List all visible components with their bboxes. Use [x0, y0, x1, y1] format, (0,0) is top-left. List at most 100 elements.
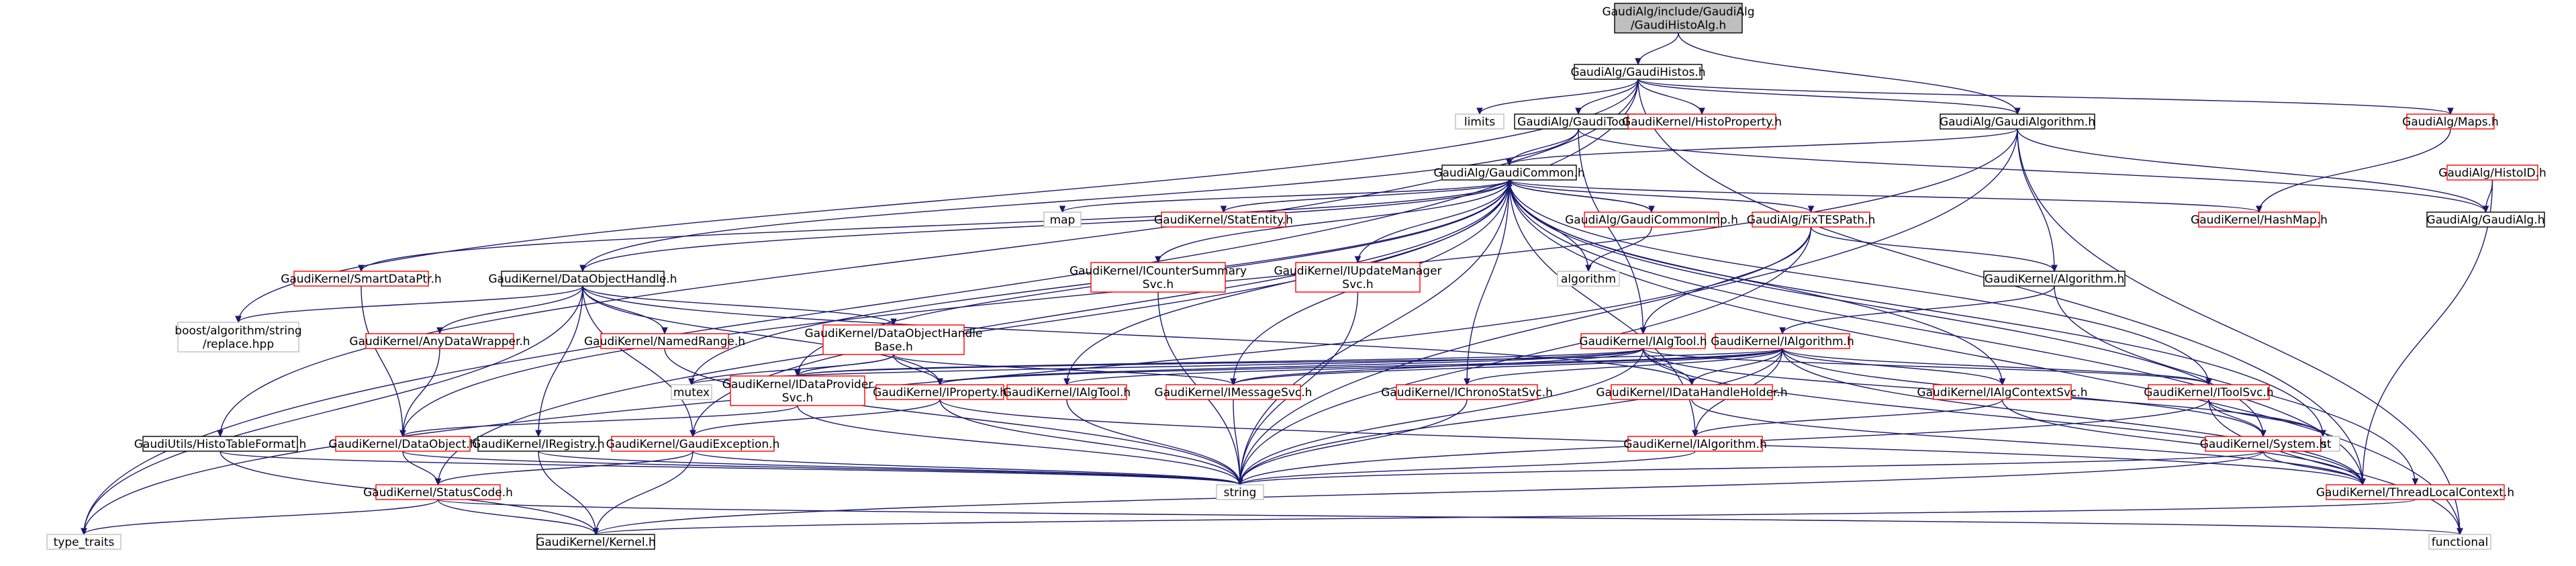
node-ialgtool[interactable]: GaudiKernel/IAlgTool.h: [1579, 333, 1707, 349]
node-idatahandle[interactable]: GaudiKernel/IDataHandleHolder.h: [1596, 384, 1788, 400]
node-label: GaudiKernel/StatEntity.h: [1154, 214, 1293, 227]
node-string: string: [1216, 484, 1264, 500]
arrowhead-ialgorithm-to-imessage: [1230, 378, 1237, 386]
node-ialgorithm[interactable]: GaudiKernel/IAlgorithm.h: [1711, 333, 1854, 349]
node-label: GaudiKernel/IChronoStatSvc.h: [1381, 386, 1553, 399]
node-maps[interactable]: GaudiAlg/Maps.h: [2402, 113, 2499, 130]
edge-system-to-string: [1239, 451, 2264, 485]
edge-anydata-to-dataobject: [402, 348, 440, 437]
edge-galgo-to-gaudialg: [2017, 128, 2487, 213]
edge-galgo-to-common: [1509, 128, 2018, 166]
node-label: GaudiKernel/StatusCode.h: [363, 486, 513, 500]
node-kernel[interactable]: GaudiKernel/Kernel.h: [536, 534, 656, 550]
edge-gh-to-galgo: [1637, 79, 2018, 115]
node-smartdataptr[interactable]: GaudiKernel/SmartDataPtr.h: [281, 271, 442, 287]
node-tool[interactable]: GaudiAlg/GaudiTool.h: [1514, 113, 1643, 130]
node-common[interactable]: GaudiAlg/GaudiCommon.h: [1433, 164, 1585, 181]
node-histoid[interactable]: GaudiAlg/HistoID.h: [2438, 164, 2546, 181]
node-commonimp[interactable]: GaudiAlg/GaudiCommonImp.h: [1565, 211, 1738, 228]
node-label: GaudiKernel/Algorithm.h: [1985, 273, 2124, 286]
node-statuscode[interactable]: GaudiKernel/StatusCode.h: [363, 484, 513, 500]
node-dohandle[interactable]: GaudiKernel/DataObjectHandle.h: [488, 271, 677, 287]
node-fixtes[interactable]: GaudiAlg/FixTESPath.h: [1747, 211, 1876, 228]
node-ialgctx[interactable]: GaudiKernel/IAlgContextSvc.h: [1917, 384, 2088, 400]
arrowhead-idataprov-to-dataobject: [399, 430, 406, 438]
node-box: [2406, 113, 2495, 130]
node-iregistry[interactable]: GaudiKernel/IRegistry.h: [472, 436, 605, 452]
node-histotable[interactable]: GaudiUtils/HistoTableFormat.h: [134, 436, 307, 452]
node-box: [1611, 384, 1773, 400]
node-gh[interactable]: GaudiAlg/GaudiHistos.h: [1570, 64, 1706, 80]
node-box: [536, 534, 655, 550]
node-threadlocal[interactable]: GaudiKernel/ThreadLocalContext.h: [2316, 484, 2514, 500]
edge-ialgorithm-to-string: [1239, 348, 1783, 485]
node-algorithm_std: algorithm: [1557, 271, 1620, 287]
node-box: [2148, 384, 2270, 400]
arrowhead-gh-to-histoprop: [1699, 107, 1705, 115]
edge-common-to-ichrono: [1466, 179, 1510, 385]
node-hashmap[interactable]: GaudiKernel/HashMap.h: [2191, 211, 2328, 228]
node-label: GaudiKernel/IAlgContextSvc.h: [1917, 386, 2087, 399]
node-box: [1940, 113, 2095, 130]
edge-ialgorithm2-to-string: [1239, 451, 1696, 485]
node-box: [2198, 211, 2320, 228]
node-anydata[interactable]: GaudiKernel/AnyDataWrapper.h: [349, 333, 530, 349]
node-functional: functional: [2428, 534, 2491, 550]
node-system[interactable]: GaudiKernel/System.h: [2200, 436, 2327, 452]
edge-galgo-to-functional: [2017, 128, 2461, 535]
node-box: [1574, 64, 1703, 80]
node-box: [2326, 484, 2505, 500]
node-label: GaudiKernel/IProperty.h: [873, 386, 1007, 399]
node-label: /replace.hpp: [203, 338, 274, 351]
node-box: [1933, 384, 2072, 400]
node-iproperty[interactable]: GaudiKernel/IProperty.h: [873, 384, 1007, 400]
edge-ialgorithm-to-ialgtool2: [1066, 348, 1783, 385]
node-label: /GaudiHistoAlg.h: [1631, 19, 1726, 32]
node-label: functional: [2432, 536, 2489, 549]
edge-fixtes-to-kalgorithm: [1810, 226, 2055, 272]
node-namedrange[interactable]: GaudiKernel/NamedRange.h: [584, 333, 745, 349]
node-box: [1580, 333, 1706, 349]
node-imessage[interactable]: GaudiKernel/IMessageSvc.h: [1155, 384, 1313, 400]
node-label: GaudiAlg/GaudiAlg.h: [2427, 214, 2545, 227]
edge-ialgorithm-to-idatahandle: [1691, 348, 1783, 385]
edge-commonimp-to-common: [1509, 179, 1652, 213]
node-ialgtool2[interactable]: GaudiKernel/IAlgTool.h: [1003, 384, 1131, 400]
edge-ialgorithm-to-itoolsvc: [1782, 348, 2209, 385]
node-label: GaudiUtils/HistoTableFormat.h: [134, 438, 307, 451]
node-dataobject[interactable]: GaudiKernel/DataObject.h: [328, 436, 477, 452]
node-box: [1627, 436, 1763, 452]
edge-ialgtool-to-string: [1239, 348, 1644, 485]
node-box: [1090, 262, 1226, 293]
edge-common-to-smartdataptr: [361, 179, 1510, 272]
node-statentity[interactable]: GaudiKernel/StatEntity.h: [1154, 211, 1293, 228]
edge-common-to-string: [1239, 179, 1510, 485]
node-label: GaudiKernel/ThreadLocalContext.h: [2316, 486, 2514, 500]
arrowhead-common-to-smartdataptr: [358, 265, 365, 273]
node-layer: GaudiAlg/include/GaudiAlg/GaudiHistoAlg.…: [46, 3, 2546, 550]
node-kalgorithm[interactable]: GaudiKernel/Algorithm.h: [1983, 271, 2126, 287]
node-ichrono[interactable]: GaudiKernel/IChronoStatSvc.h: [1381, 384, 1553, 400]
node-gexception[interactable]: GaudiKernel/GaudiException.h: [606, 436, 780, 452]
arrowhead-gh-to-maps: [2447, 107, 2454, 115]
node-itoolsvc[interactable]: GaudiKernel/IToolSvc.h: [2144, 384, 2274, 400]
arrowhead-ialgorithm-to-ialgtool2: [1063, 378, 1070, 386]
node-ialgorithm2[interactable]: GaudiKernel/IAlgorithm.h: [1623, 436, 1767, 452]
node-gaudialg[interactable]: GaudiAlg/GaudiAlg.h: [2426, 211, 2545, 228]
node-label: algorithm: [1561, 273, 1616, 286]
edge-itoolsvc-to-system: [2208, 399, 2264, 437]
node-label: GaudiAlg/GaudiAlgorithm.h: [1940, 115, 2095, 129]
node-box: [365, 333, 514, 349]
node-histoprop[interactable]: GaudiKernel/HistoProperty.h: [1622, 113, 1782, 130]
node-label: map: [1050, 214, 1076, 227]
node-box: [142, 436, 298, 452]
node-limits: limits: [1455, 113, 1505, 130]
node-galgo[interactable]: GaudiAlg/GaudiAlgorithm.h: [1940, 113, 2095, 130]
edge-gexception-to-string: [692, 451, 1241, 485]
node-root[interactable]: GaudiAlg/include/GaudiAlg/GaudiHistoAlg.…: [1602, 3, 1755, 34]
